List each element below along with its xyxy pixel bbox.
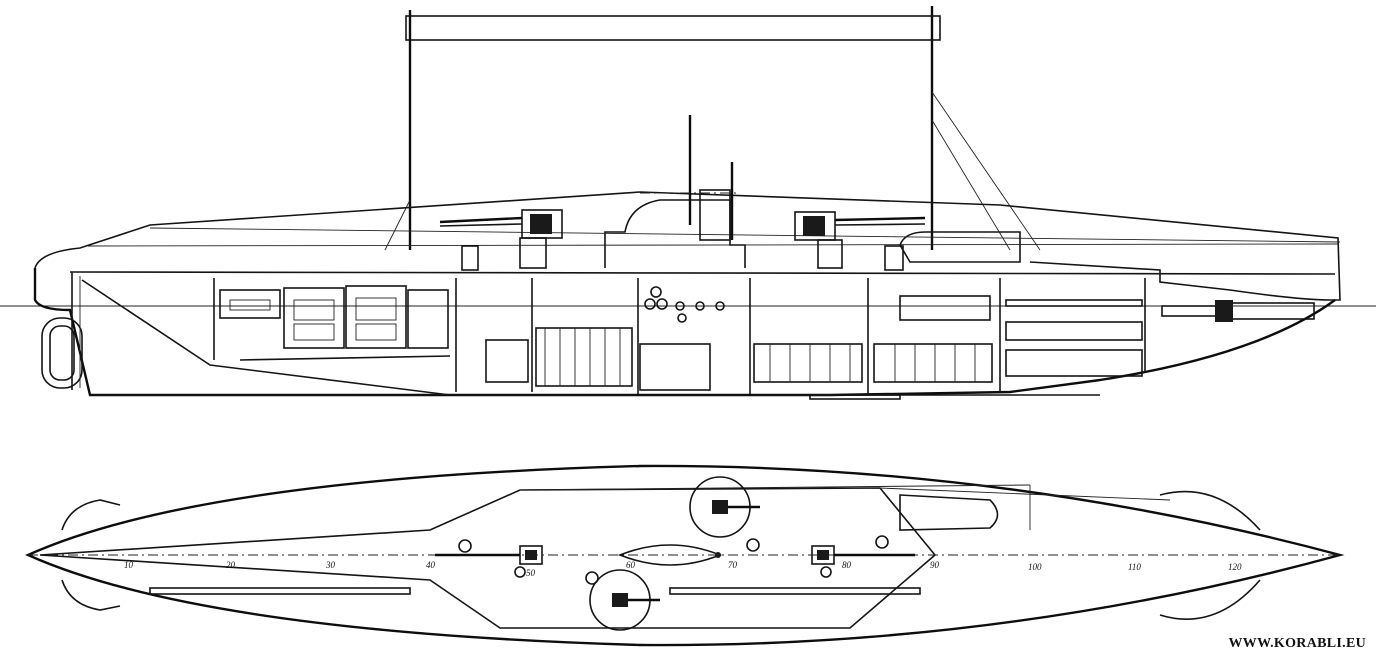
frame-labels: 10 20 30 40 50 60 70 80 90 100 110 120: [124, 560, 1242, 578]
deck-guns-plan: [435, 545, 915, 565]
frame-label: 70: [728, 560, 738, 570]
radio-masts: [384, 6, 1041, 251]
frame-label: 40: [426, 560, 436, 570]
pressure-hull: [33, 268, 1336, 397]
deck-casing-plan: [39, 487, 937, 629]
side-profile: [0, 6, 1376, 400]
forward-deck-gun: [439, 209, 563, 269]
frame-label: 110: [1128, 562, 1141, 572]
battery-compartments: [485, 327, 993, 391]
stern-guards: [61, 490, 1261, 620]
port-torpedo-plan: [149, 587, 411, 595]
bulkheads: [213, 278, 1146, 394]
control-room-fittings: [644, 286, 725, 323]
bow-gun: [1161, 300, 1315, 322]
frame-label: 30: [325, 560, 336, 570]
frame-label: 20: [226, 560, 236, 570]
frame-label: 10: [124, 560, 134, 570]
starboard-torpedo-plan: [669, 587, 921, 595]
frame-label: 100: [1028, 562, 1042, 572]
frame-label: 120: [1228, 562, 1242, 572]
engine-room: [219, 285, 451, 361]
aft-deck-gun: [794, 211, 926, 269]
stern-pods: [41, 272, 83, 390]
site-watermark: WWW.KORABLI.EU: [1228, 636, 1366, 651]
bow-torpedo-area: [899, 295, 1143, 377]
frame-label: 50: [526, 568, 536, 578]
frame-label: 90: [930, 560, 940, 570]
hull-outline-plan: [25, 464, 1345, 647]
frame-label: 60: [626, 560, 636, 570]
plan-view: 10 20 30 40 50 60 70 80 90 100 110 120: [25, 464, 1345, 647]
upper-casing: [34, 191, 1341, 301]
deck-cutout-plan: [899, 494, 999, 531]
frame-label: 80: [842, 560, 852, 570]
gun-platforms-plan: [589, 476, 760, 631]
